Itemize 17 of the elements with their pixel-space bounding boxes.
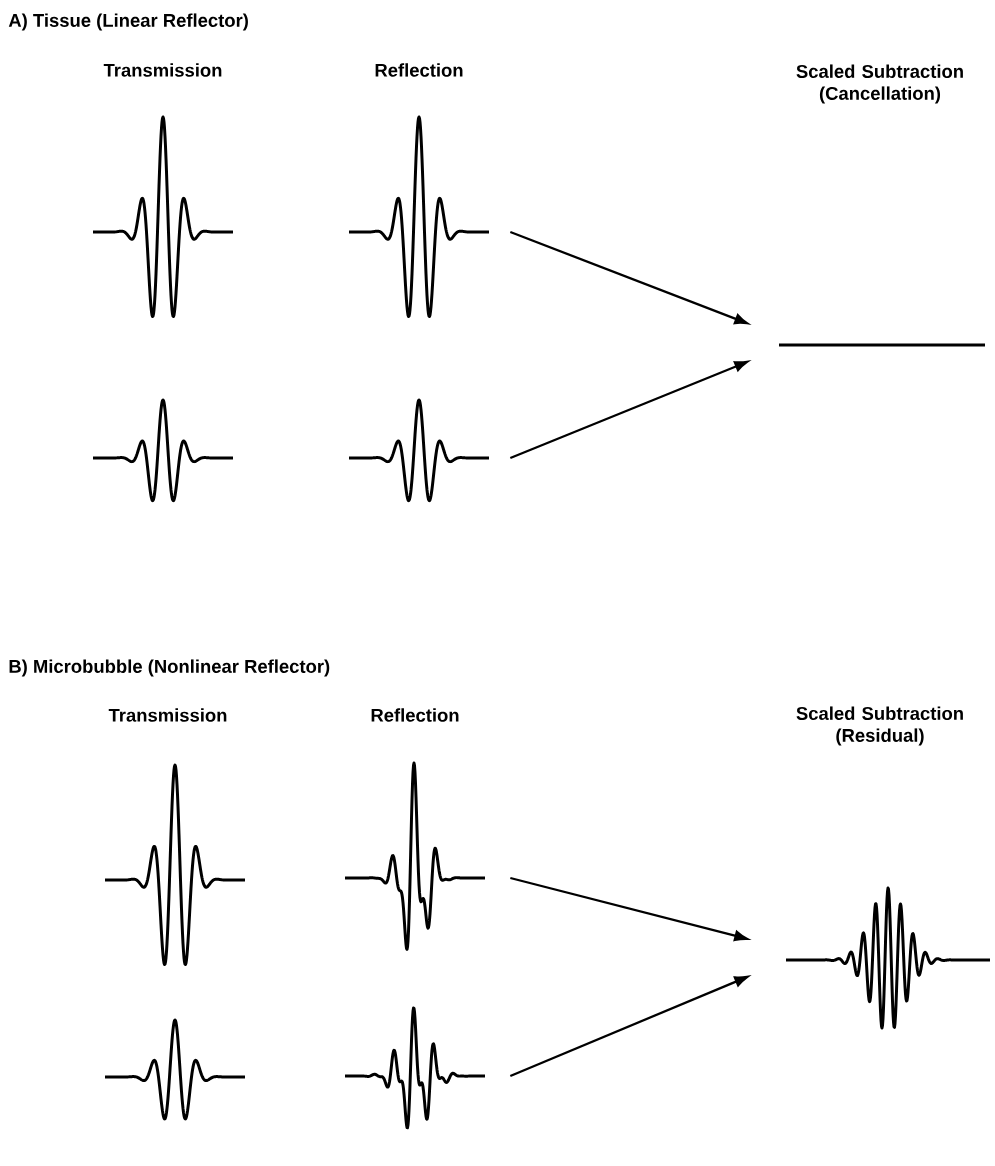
- column-heading: Scaled Subtraction (Cancellation): [796, 64, 963, 104]
- arrow: [509, 975, 749, 1078]
- panel-title: A) Tissue (Linear Reflector): [8, 13, 248, 31]
- waveform-drawing: [345, 761, 485, 951]
- waveform-drawing: [93, 115, 233, 318]
- waveform-drawing: [349, 398, 489, 503]
- column-heading: Scaled Subtraction (Residual): [796, 706, 963, 746]
- waveform-drawing: [93, 398, 233, 503]
- waveform-drawing: [105, 1018, 245, 1121]
- waveform-drawing: [349, 115, 489, 318]
- arrow: [509, 360, 749, 460]
- waveform-drawing: [786, 886, 990, 1030]
- panel-title: B) Microbubble (Nonlinear Reflector): [9, 659, 330, 677]
- arrow: [509, 230, 749, 325]
- waveform-drawing: [105, 763, 245, 967]
- waveform-drawing: [345, 1006, 485, 1130]
- waveform-drawing: [779, 343, 985, 347]
